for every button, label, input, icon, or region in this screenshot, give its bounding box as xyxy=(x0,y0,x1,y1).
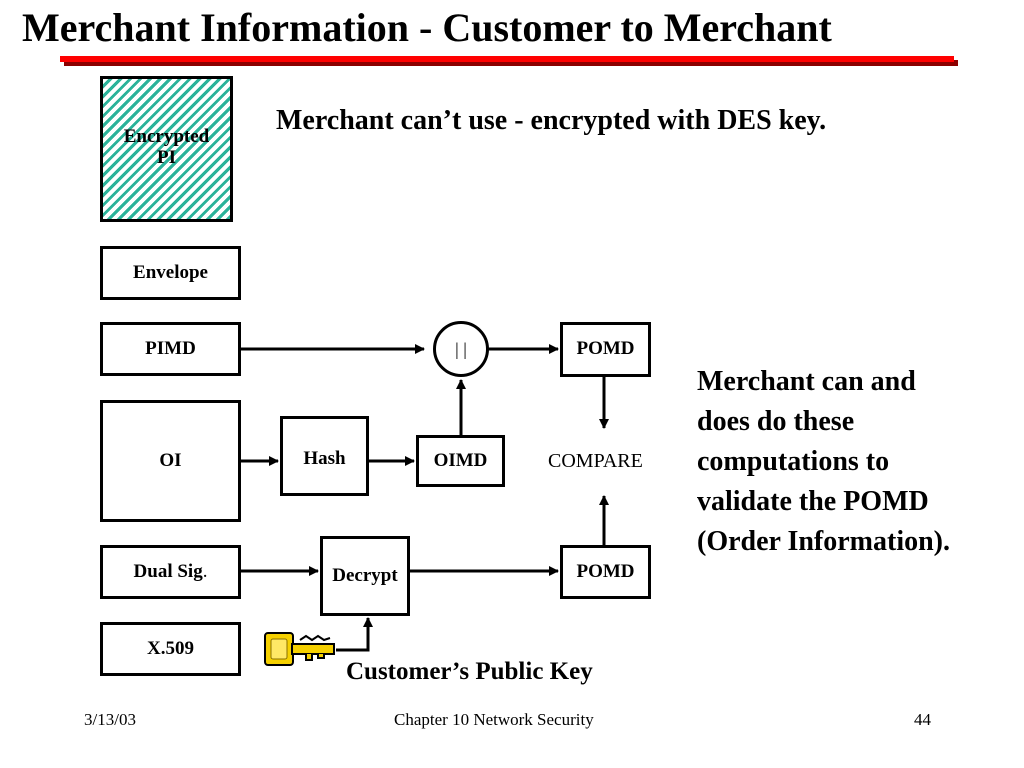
encrypted-pi-label-line2: PI xyxy=(157,146,176,168)
pomd-bottom-box: POMD xyxy=(560,545,651,599)
note-right-line: (Order Information). xyxy=(697,526,950,557)
decrypt-box: Decrypt xyxy=(320,536,410,616)
note-right-line: computations to xyxy=(697,446,890,477)
encrypted-pi-label-line1: Encrypted xyxy=(123,126,210,147)
pomd-top-label: POMD xyxy=(576,338,635,360)
pimd-label: PIMD xyxy=(145,337,196,359)
slide-title: Merchant Information - Customer to Merch… xyxy=(22,5,832,50)
note-right-line: does do these xyxy=(697,406,855,437)
title-underline xyxy=(60,56,954,62)
compare-label: COMPARE xyxy=(548,450,643,472)
key-icon xyxy=(264,632,335,666)
x509-label: X.509 xyxy=(147,637,194,659)
pomd-top-box: POMD xyxy=(560,322,651,377)
footer-chapter: Chapter 10 Network Security xyxy=(394,710,594,729)
dual-sig-dot: . xyxy=(202,560,208,582)
oi-label: OI xyxy=(159,449,182,471)
oimd-box: OIMD xyxy=(416,435,505,487)
hash-label: Hash xyxy=(303,448,346,469)
hash-box: Hash xyxy=(280,416,369,496)
x509-box: X.509 xyxy=(100,622,241,676)
title-underline-shadow xyxy=(64,60,958,66)
footer-date: 3/13/03 xyxy=(84,710,136,729)
note-right: Merchant can and does do these computati… xyxy=(697,362,950,562)
envelope-label: Envelope xyxy=(133,261,208,283)
pomd-bottom-label: POMD xyxy=(576,560,635,582)
arrow-key-to-decrypt xyxy=(336,617,373,652)
concatenate-operator: | | xyxy=(433,321,489,377)
oi-box: OI xyxy=(100,400,241,522)
concatenate-symbol: | | xyxy=(455,338,467,359)
decrypt-label: Decrypt xyxy=(332,564,398,586)
dual-sig-box: Dual Sig. xyxy=(100,545,241,599)
note-right-line: validate the POMD xyxy=(697,486,929,517)
note-right-line: Merchant can and xyxy=(697,366,916,397)
dual-sig-label: Dual Sig xyxy=(133,560,203,582)
pimd-box: PIMD xyxy=(100,322,241,376)
envelope-box: Envelope xyxy=(100,246,241,300)
oimd-label: OIMD xyxy=(433,449,488,471)
key-caption: Customer’s Public Key xyxy=(346,658,593,685)
note-top: Merchant can’t use - encrypted with DES … xyxy=(276,105,827,136)
footer-page-number: 44 xyxy=(914,710,931,729)
